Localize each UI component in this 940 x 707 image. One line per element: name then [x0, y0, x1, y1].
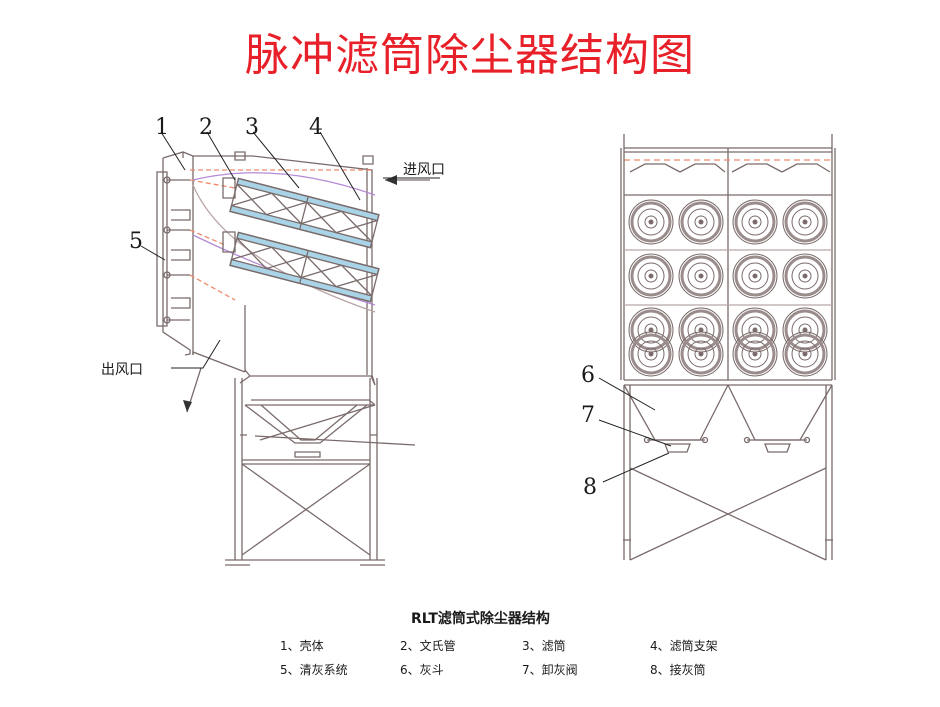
inlet-label: 进风口: [403, 162, 445, 178]
front-view-callouts: [598, 377, 672, 483]
dust-collector-drawing: 1 2 3 4 5 进风口 出风口: [101, 115, 836, 677]
callout-3: 3: [245, 115, 259, 140]
filter-cartridge-end: [678, 199, 724, 245]
legend-item-3: 3、滤筒: [522, 638, 566, 653]
callout-7: 7: [581, 403, 595, 428]
filter-cartridge-end: [678, 331, 724, 377]
callout-6: 6: [581, 363, 595, 388]
filter-cartridge-end: [732, 307, 778, 353]
legend-item-6: 6、灰斗: [400, 663, 444, 677]
callout-5: 5: [129, 229, 143, 254]
outlet-label: 出风口: [101, 362, 143, 378]
callout-2: 2: [199, 115, 213, 140]
side-view-callouts: [140, 131, 440, 369]
filter-cartridge-end: [628, 331, 674, 377]
legend-title: RLT滤筒式除尘器结构: [411, 610, 550, 627]
page-title: 脉冲滤筒除尘器结构图: [245, 30, 695, 81]
legend: RLT滤筒式除尘器结构 1、壳体 2、文氏管 3、滤筒 4、滤筒支架 5、清灰系…: [280, 610, 718, 677]
callout-4: 4: [309, 115, 323, 140]
filter-cartridge-end: [782, 253, 828, 299]
callout-8: 8: [583, 475, 597, 500]
diagram-panel: 1 2 3 4 5 进风口 出风口: [75, 100, 870, 700]
filter-cartridge-end: [732, 253, 778, 299]
legend-item-2: 2、文氏管: [400, 638, 456, 653]
cartridge-grid: [628, 199, 828, 377]
filter-cartridge-end: [628, 199, 674, 245]
front-view: [620, 134, 836, 561]
filter-cartridge-end: [782, 331, 828, 377]
legend-item-7: 7、卸灰阀: [522, 662, 578, 677]
callout-1: 1: [155, 115, 169, 140]
filter-cartridge-end: [732, 331, 778, 377]
legend-item-1: 1、壳体: [280, 639, 324, 653]
legend-item-5: 5、清灰系统: [280, 663, 348, 677]
filter-cartridge-end: [628, 253, 674, 299]
filter-cartridge-end: [732, 199, 778, 245]
filter-cartridge-end: [782, 199, 828, 245]
filter-cartridge-end: [678, 253, 724, 299]
side-view: [156, 151, 430, 566]
legend-item-4: 4、滤筒支架: [650, 638, 718, 653]
legend-item-8: 8、接灰筒: [650, 662, 706, 677]
